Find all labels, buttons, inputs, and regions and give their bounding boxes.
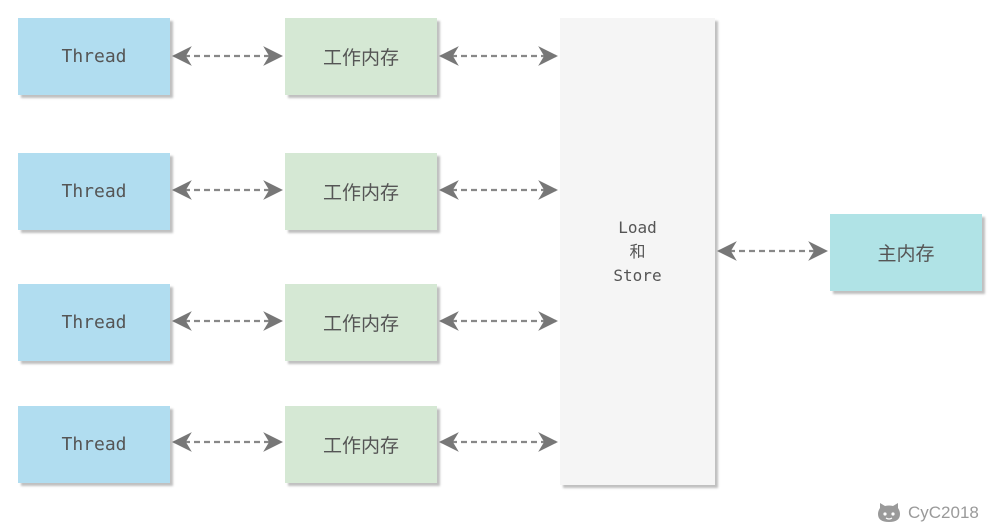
work-memory-label: 工作内存 bbox=[322, 435, 399, 457]
work-memory-label: 工作内存 bbox=[322, 47, 399, 69]
thread-label: Thread bbox=[61, 46, 127, 67]
main-memory-box: 主内存 bbox=[830, 214, 982, 291]
work-memory-box-2: 工作内存 bbox=[285, 153, 437, 230]
work-memory-box-1: 工作内存 bbox=[285, 18, 437, 95]
work-memory-label: 工作内存 bbox=[322, 182, 399, 204]
work-memory-label: 工作内存 bbox=[322, 313, 399, 335]
thread-box-4: Thread bbox=[18, 406, 170, 483]
thread-box-2: Thread bbox=[18, 153, 170, 230]
work-memory-box-3: 工作内存 bbox=[285, 284, 437, 361]
thread-box-1: Thread bbox=[18, 18, 170, 95]
load-store-line-2: 和 bbox=[629, 241, 646, 261]
work-memory-box-4: 工作内存 bbox=[285, 406, 437, 483]
thread-label: Thread bbox=[61, 181, 127, 202]
load-store-box: Load 和 Store bbox=[560, 18, 715, 485]
main-memory-label: 主内存 bbox=[877, 243, 935, 265]
thread-box-3: Thread bbox=[18, 284, 170, 361]
github-octocat-icon bbox=[878, 503, 900, 522]
watermark: CyC2018 bbox=[876, 500, 979, 526]
load-store-line-3: Store bbox=[613, 265, 662, 285]
watermark-text: CyC2018 bbox=[908, 503, 979, 522]
thread-label: Thread bbox=[61, 434, 127, 455]
thread-label: Thread bbox=[61, 312, 127, 333]
load-store-line-1: Load bbox=[618, 217, 657, 237]
